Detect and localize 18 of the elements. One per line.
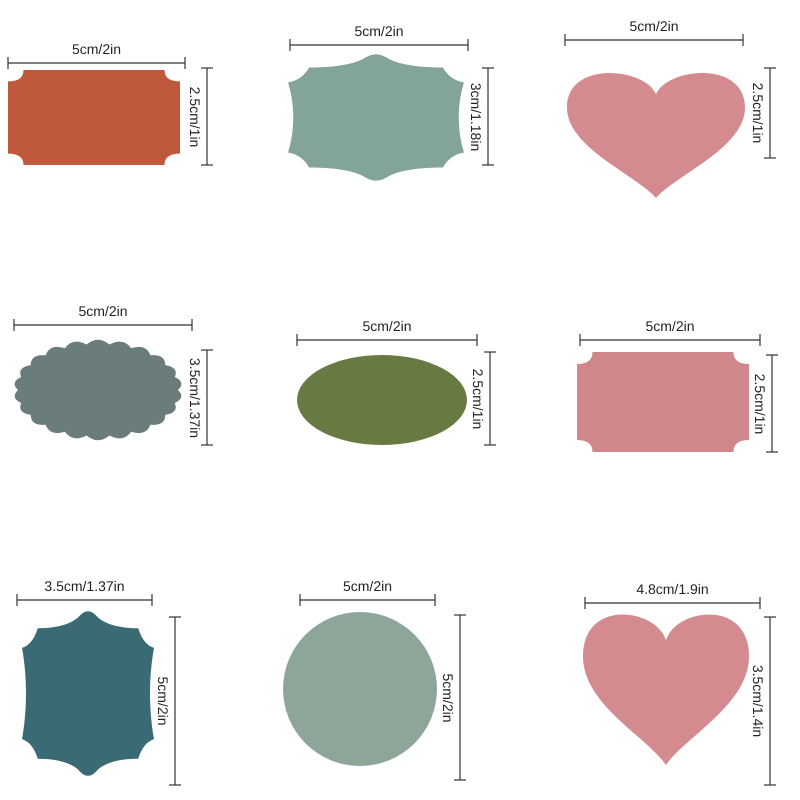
dimension-label: 4.8cm/1.9in — [636, 581, 709, 597]
dimension-label: 5cm/2in — [354, 23, 404, 39]
dimension-label: 5cm/2in — [440, 672, 456, 722]
dimension-label: 5cm/2in — [78, 303, 128, 319]
dimension-label: 2.5cm/1in — [187, 86, 203, 147]
dimension-label: 5cm/2in — [72, 41, 122, 57]
dimension-label: 3.5cm/1.37in — [44, 578, 125, 594]
dimension-label: 5cm/2in — [342, 578, 392, 594]
dimension-label: 5cm/2in — [629, 18, 679, 34]
dimension-label: 5cm/2in — [645, 318, 695, 334]
dimension-label: 5cm/2in — [155, 676, 171, 726]
dimension-label: 3.5cm/1.37in — [187, 357, 203, 438]
dimension-label: 3.5cm/1.4in — [750, 664, 766, 738]
dimension-label: 2.5cm/1in — [470, 368, 486, 429]
dimension-label: 3cm/1.18in — [468, 82, 484, 151]
dimension-label: 2.5cm/1in — [750, 82, 766, 144]
dimension-label: 2.5cm/1in — [752, 373, 768, 434]
dimension-label: 5cm/2in — [362, 318, 412, 334]
